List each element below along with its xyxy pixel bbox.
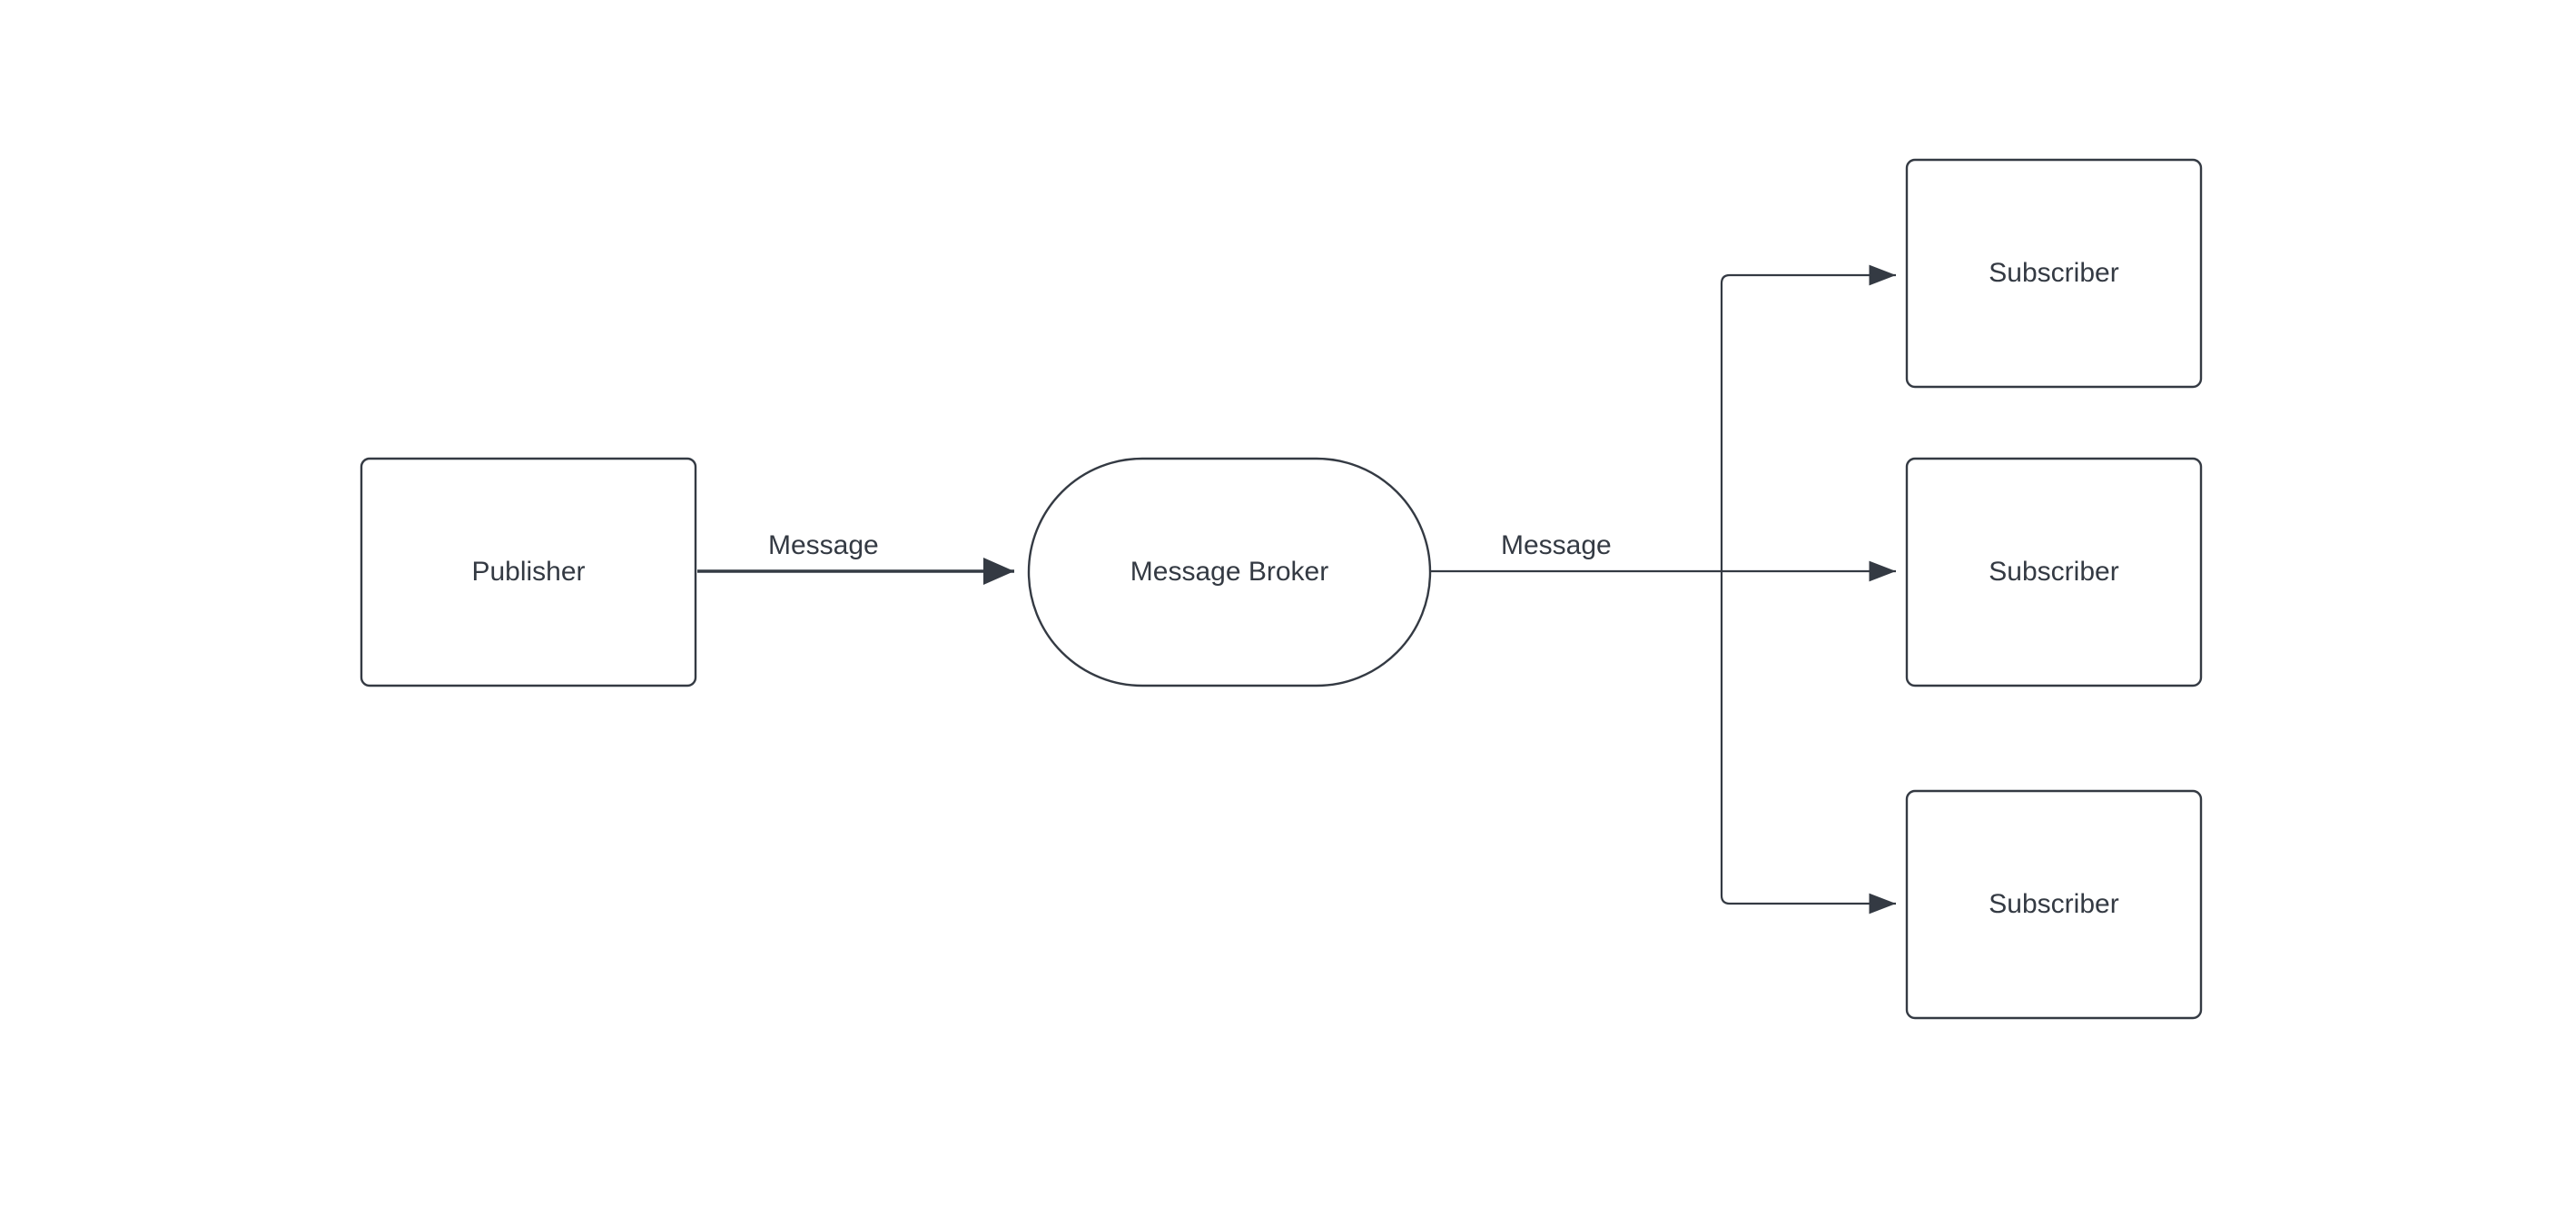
node-subscriber-1[interactable] (1907, 160, 2201, 387)
node-publisher[interactable] (361, 459, 696, 686)
node-shape-subscriber-3[interactable] (1905, 789, 2203, 1020)
edge-label-broker-to-subscribers: Message (1495, 529, 1617, 562)
edge-branch-trunk-down[interactable] (1720, 571, 1731, 905)
node-shape-subscriber-2[interactable] (1905, 457, 2203, 687)
node-subscriber-2[interactable] (1907, 459, 2201, 686)
node-shape-publisher[interactable] (360, 457, 697, 687)
edge-label-publisher-to-broker: Message (763, 529, 884, 562)
node-subscriber-3[interactable] (1907, 791, 2201, 1018)
node-message-broker[interactable] (1029, 459, 1430, 686)
node-shape-subscriber-1[interactable] (1905, 158, 2203, 389)
edge-branch-trunk-up[interactable] (1720, 273, 1731, 571)
